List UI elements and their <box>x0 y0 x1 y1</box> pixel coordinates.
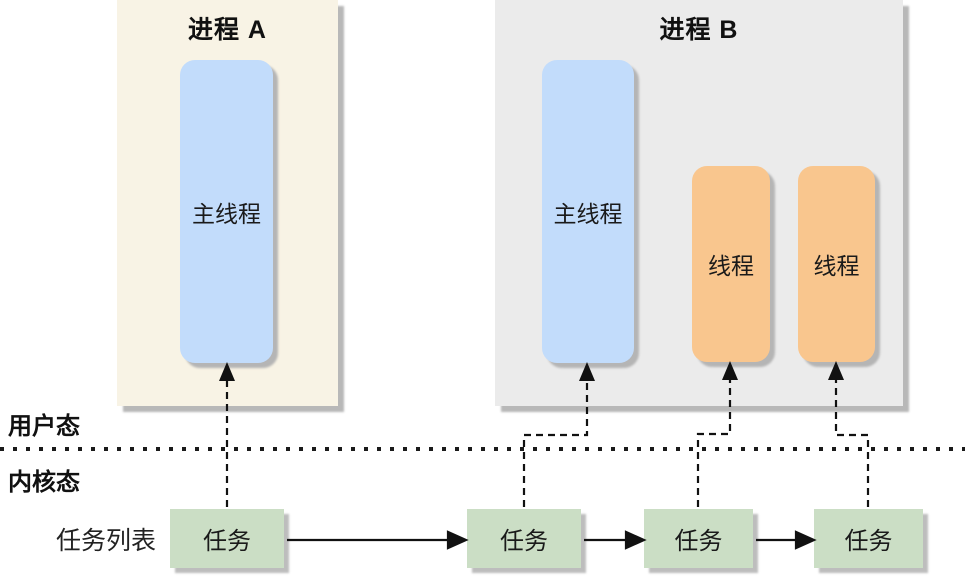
process-b-main-thread-box: 主线程 <box>542 60 634 363</box>
task-label-2: 任务 <box>500 528 548 555</box>
task-box-4: 任务 <box>814 509 923 568</box>
process-a-container: 进程 A 主线程 <box>117 0 338 406</box>
task-box-1: 任务 <box>170 509 284 568</box>
arrowhead-task3 <box>624 530 647 550</box>
process-b-thread-box-1: 线程 <box>692 166 770 362</box>
process-b-main-thread-label: 主线程 <box>553 200 623 227</box>
task-label-3: 任务 <box>674 528 723 555</box>
task-box-2: 任务 <box>467 509 581 568</box>
process-a-title: 进程 A <box>187 16 267 44</box>
task-box-3: 任务 <box>644 509 753 568</box>
process-b-container: 进程 B 主线程 线程 线程 <box>495 0 903 406</box>
arrowhead-task2 <box>446 530 469 550</box>
process-b-title: 进程 B <box>659 16 739 44</box>
kernel-mode-label: 内核态 <box>8 469 80 496</box>
task-label-1: 任务 <box>203 528 251 555</box>
task-label-4: 任务 <box>844 528 893 555</box>
task-list-label: 任务列表 <box>56 527 157 555</box>
process-b-thread-label-2: 线程 <box>813 253 860 279</box>
arrowhead-task4 <box>794 530 817 550</box>
process-b-thread-label-1: 线程 <box>708 253 754 279</box>
process-a-main-thread-label: 主线程 <box>192 200 261 227</box>
user-mode-label: 用户态 <box>8 413 80 440</box>
process-b-thread-box-2: 线程 <box>798 166 875 362</box>
process-a-main-thread-box: 主线程 <box>180 60 273 363</box>
